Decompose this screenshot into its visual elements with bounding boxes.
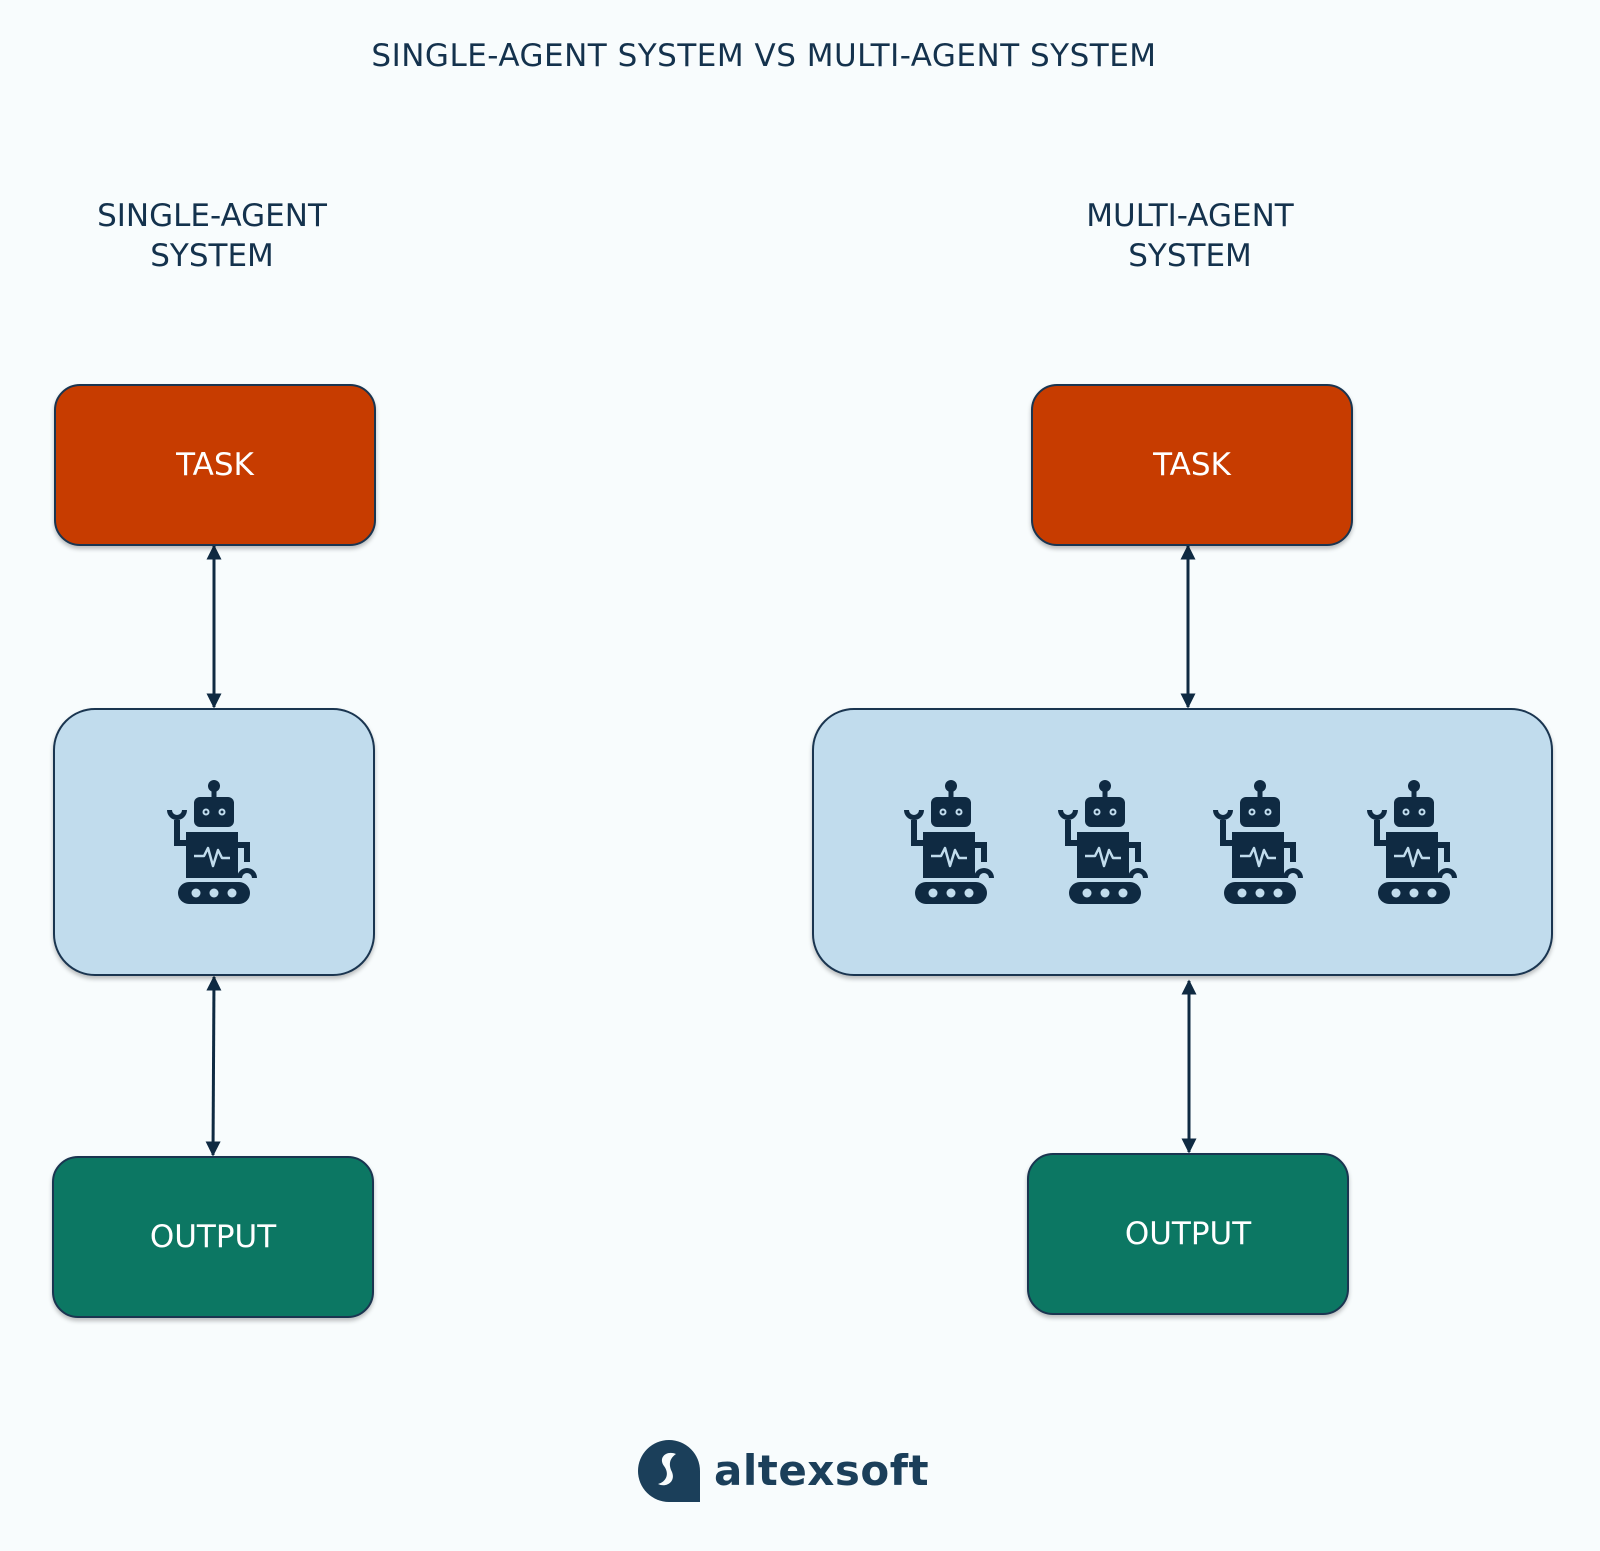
multi-task-box: TASK xyxy=(1031,384,1353,546)
multi-heading-line1: MULTI-AGENT xyxy=(1086,198,1294,234)
multi-agent-box xyxy=(812,708,1553,976)
altexsoft-logo-icon xyxy=(638,1440,700,1502)
single-heading-line1: SINGLE-AGENT xyxy=(97,198,327,234)
multi-agent-heading: MULTI-AGENT SYSTEM xyxy=(1030,196,1350,276)
altexsoft-wordmark: altexsoft xyxy=(714,1446,930,1495)
single-agent-heading: SINGLE-AGENT SYSTEM xyxy=(52,196,372,276)
single-agent-box xyxy=(53,708,375,976)
robot-icon xyxy=(1366,780,1462,904)
diagram-title: SINGLE-AGENT SYSTEM VS MULTI-AGENT SYSTE… xyxy=(371,38,1157,74)
single-heading-line2: SYSTEM xyxy=(150,238,274,274)
single-task-box: TASK xyxy=(54,384,376,546)
single-output-box: OUTPUT xyxy=(52,1156,374,1318)
altexsoft-logo: altexsoft xyxy=(636,1438,929,1508)
single-task-label: TASK xyxy=(176,447,254,483)
robot-icon xyxy=(1057,780,1153,904)
multi-task-label: TASK xyxy=(1153,447,1231,483)
multi-heading-line2: SYSTEM xyxy=(1128,238,1252,274)
single-output-label: OUTPUT xyxy=(149,1219,277,1255)
multi-output-label: OUTPUT xyxy=(1124,1216,1252,1252)
multi-output-box: OUTPUT xyxy=(1027,1153,1349,1315)
robot-icon xyxy=(166,780,262,904)
robot-icon xyxy=(1212,780,1308,904)
arrow-single-agent-output xyxy=(205,975,222,1157)
robot-icon xyxy=(903,780,999,904)
